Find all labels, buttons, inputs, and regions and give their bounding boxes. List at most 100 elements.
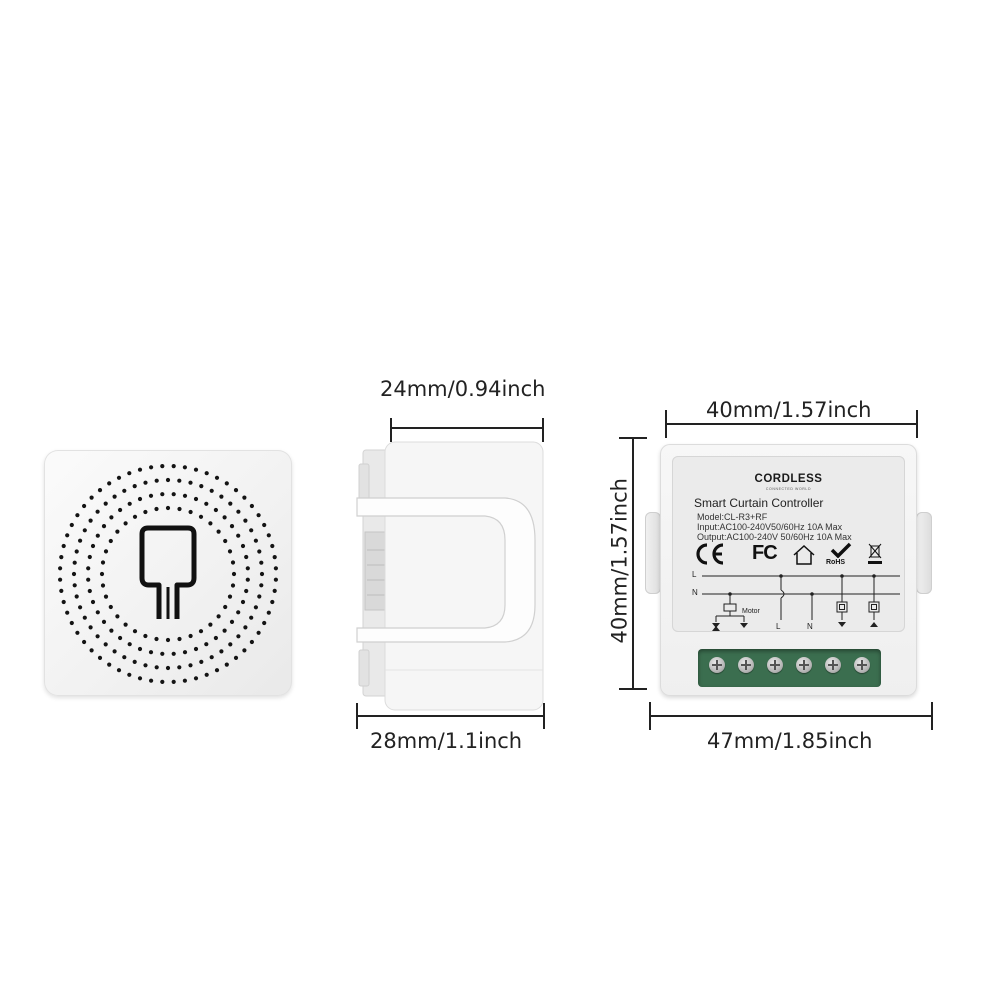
- speaker-dot: [193, 646, 199, 652]
- speaker-dot: [127, 501, 132, 506]
- speaker-dot: [61, 543, 66, 549]
- speaker-dot: [97, 655, 103, 660]
- specification-label: CORDLESS CONNECTED WORLD Smart Curtain C…: [672, 456, 905, 632]
- speaker-dot: [109, 515, 114, 520]
- speaker-dot: [182, 493, 188, 498]
- speaker-dot: [188, 633, 193, 639]
- speaker-dot: [171, 679, 176, 684]
- speaker-dot: [86, 566, 91, 571]
- speaker-dot: [188, 509, 193, 515]
- speaker-dot: [59, 555, 64, 560]
- speaker-dot: [182, 650, 188, 655]
- speaker-dot: [123, 622, 128, 627]
- speaker-dot: [160, 679, 165, 684]
- speaker-dot: [95, 509, 100, 514]
- speaker-dot: [74, 549, 79, 554]
- speaker-dot: [103, 594, 109, 599]
- speaker-dot: [160, 651, 165, 656]
- speaker-dot: [127, 642, 132, 647]
- wire-l-label: L: [692, 570, 697, 579]
- speaker-dot: [116, 668, 122, 673]
- speaker-dot: [240, 599, 246, 605]
- speaker-dot: [231, 571, 237, 577]
- speaker-dot: [149, 465, 154, 470]
- speaker-dot: [233, 488, 239, 493]
- speaker-dot: [177, 636, 182, 642]
- speaker-dot: [214, 475, 220, 480]
- wiring-diagram: [702, 574, 900, 631]
- speaker-dot: [244, 588, 249, 594]
- speaker-dot: [224, 662, 229, 667]
- speaker-dot: [95, 533, 100, 538]
- speaker-dot: [82, 639, 87, 645]
- speaker-dot: [193, 496, 199, 502]
- speaker-dot: [228, 501, 233, 506]
- speaker-dot: [171, 651, 176, 656]
- speaker-dot: [182, 678, 187, 683]
- speaker-dot: [242, 648, 247, 653]
- speaker-dot: [122, 655, 127, 660]
- speaker-dot: [97, 488, 103, 493]
- brand-name: CORDLESS: [754, 473, 823, 485]
- speaker-dot: [224, 481, 229, 486]
- speaker-dot: [101, 619, 107, 624]
- speaker-dot: [95, 634, 100, 639]
- speaker-dot: [222, 515, 227, 520]
- speaker-dot: [171, 464, 176, 469]
- speaker-dot: [65, 610, 70, 615]
- speaker-dot: [109, 628, 114, 633]
- speaker-dot: [154, 636, 159, 642]
- terminal-l-label: L: [776, 622, 781, 631]
- speaker-dot-pattern: [58, 464, 278, 684]
- terminal-n-label: N: [807, 622, 813, 631]
- speaker-dot: [249, 528, 254, 533]
- speaker-dot: [216, 529, 221, 534]
- speaker-dot: [213, 635, 218, 641]
- speaker-dot: [132, 659, 137, 664]
- speaker-dot: [219, 649, 224, 654]
- brand-tagline: CONNECTED WORLD: [765, 487, 812, 491]
- speaker-dot: [259, 583, 264, 588]
- speaker-dot: [88, 518, 93, 523]
- speaker-dot: [236, 610, 241, 615]
- speaker-dot: [222, 628, 227, 633]
- speaker-dot: [61, 599, 66, 605]
- device-front-view: [44, 450, 292, 696]
- speaker-dot: [69, 522, 74, 528]
- speaker-dot: [208, 521, 213, 526]
- speaker-dot: [75, 513, 80, 518]
- rohs-text: RoHS: [826, 559, 846, 566]
- speaker-dot: [108, 604, 113, 610]
- speaker-dot: [87, 588, 92, 594]
- speaker-dot: [236, 533, 241, 538]
- speaker-dot: [177, 478, 182, 483]
- speaker-dot: [107, 662, 112, 667]
- house-icon: [793, 544, 815, 565]
- speaker-dot: [108, 538, 113, 544]
- speaker-dot: [149, 678, 154, 683]
- speaker-dot: [154, 478, 159, 483]
- speaker-dot: [208, 622, 213, 627]
- speaker-dot: [160, 492, 165, 497]
- wire-n-label: N: [692, 588, 698, 597]
- speaker-dot: [272, 555, 277, 560]
- speaker-dot: [236, 634, 241, 639]
- speaker-dot: [65, 533, 70, 538]
- speaker-dot: [148, 493, 154, 498]
- speaker-dot: [230, 583, 236, 588]
- speaker-dot: [137, 496, 143, 502]
- speaker-dot: [78, 538, 83, 543]
- speaker-dot: [132, 514, 138, 519]
- curtain-switch-icon: [139, 525, 197, 619]
- speaker-dot: [256, 630, 261, 635]
- speaker-dot: [154, 506, 159, 512]
- speaker-dot: [193, 467, 199, 472]
- speaker-dot: [171, 492, 176, 497]
- speaker-dot: [223, 538, 228, 544]
- speaker-dot: [89, 648, 94, 653]
- speaker-dot: [198, 514, 204, 519]
- speaker-dot: [273, 566, 278, 571]
- device-back-view: CORDLESS CONNECTED WORLD Smart Curtain C…: [660, 444, 917, 696]
- speaker-dot: [71, 571, 77, 577]
- terminal-screw: [825, 657, 841, 673]
